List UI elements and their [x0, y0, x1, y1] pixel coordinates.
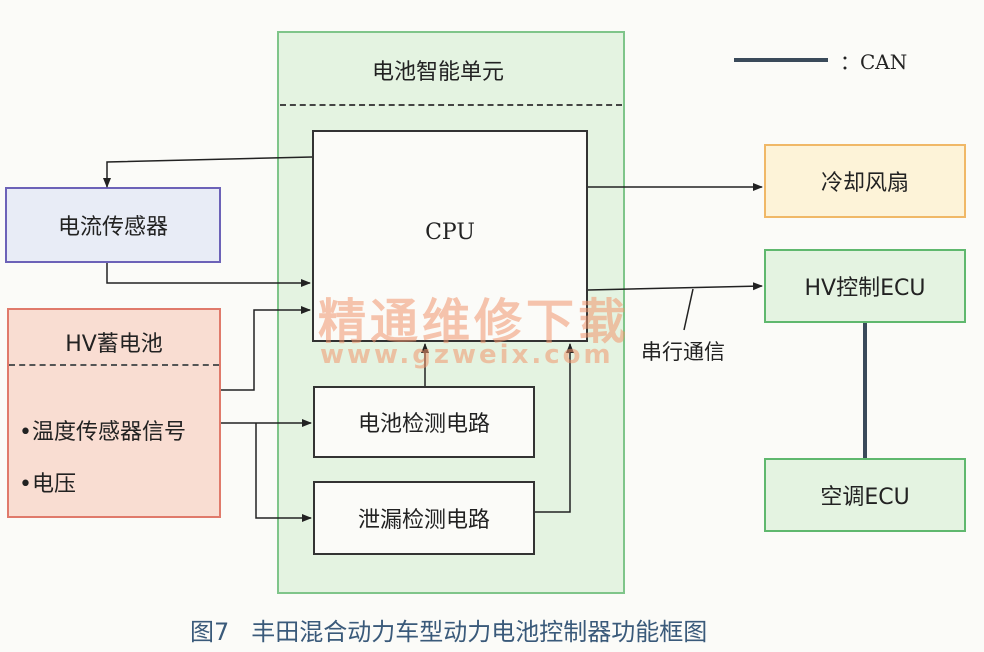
wire-leak-detect-to-cpu: [535, 343, 574, 513]
watermark-url: www.gzweix.com: [320, 340, 614, 370]
watermark-text: 精通维修下载: [318, 294, 631, 350]
wire-current-sensor-to-cpu: [106, 263, 311, 287]
hv-control-ecu-label: HV控制ECU: [804, 276, 926, 301]
wire-cpu-to-current-sensor: [103, 156, 313, 188]
cell-detect-label: 电池检测电路: [357, 412, 490, 437]
figure-caption-text: 丰田混合动力车型动力电池控制器功能框图: [251, 618, 708, 646]
cooling-fan-label: 冷却风扇: [820, 171, 909, 196]
hv-battery-title: HV蓄电池: [65, 332, 163, 357]
current-sensor-label: 电流传感器: [57, 215, 168, 240]
can-legend-line: [734, 58, 828, 62]
wire-hv-battery-to-cpu: [221, 306, 311, 391]
ac-ecu-block: 空调ECU: [764, 458, 966, 532]
hv-battery-item-voltage: •电压: [19, 472, 76, 497]
wire-branch-to-leak-detect: [255, 423, 312, 522]
current-sensor-block: 电流传感器: [5, 187, 221, 263]
wire-cpu-to-hv-ecu: [587, 282, 763, 291]
serial-comm-label: 串行通信: [641, 340, 725, 364]
cpu-label: CPU: [425, 220, 475, 245]
hv-control-ecu-block: HV控制ECU: [764, 249, 966, 323]
figure-number: 图7: [190, 618, 230, 646]
hv-battery-item-temperature: •温度传感器信号: [19, 420, 186, 445]
battery-smart-unit-title: 电池智能单元: [372, 60, 505, 85]
cell-detect-circuit: 电池检测电路: [313, 386, 535, 458]
leak-detect-circuit: 泄漏检测电路: [313, 481, 535, 555]
battery-smart-unit-divider: [280, 104, 622, 106]
ac-ecu-label: 空调ECU: [820, 485, 910, 510]
cooling-fan-block: 冷却风扇: [764, 144, 966, 218]
hv-battery-divider: [9, 364, 219, 366]
hv-battery-block: HV蓄电池 •温度传感器信号 •电压: [7, 308, 221, 518]
serial-comm-pointer: [683, 288, 694, 331]
cpu-block: CPU: [312, 130, 588, 342]
can-legend-label: ：CAN: [840, 50, 908, 74]
figure-caption: 图7 丰田混合动力车型动力电池控制器功能框图: [190, 612, 707, 647]
leak-detect-label: 泄漏检测电路: [357, 508, 490, 533]
